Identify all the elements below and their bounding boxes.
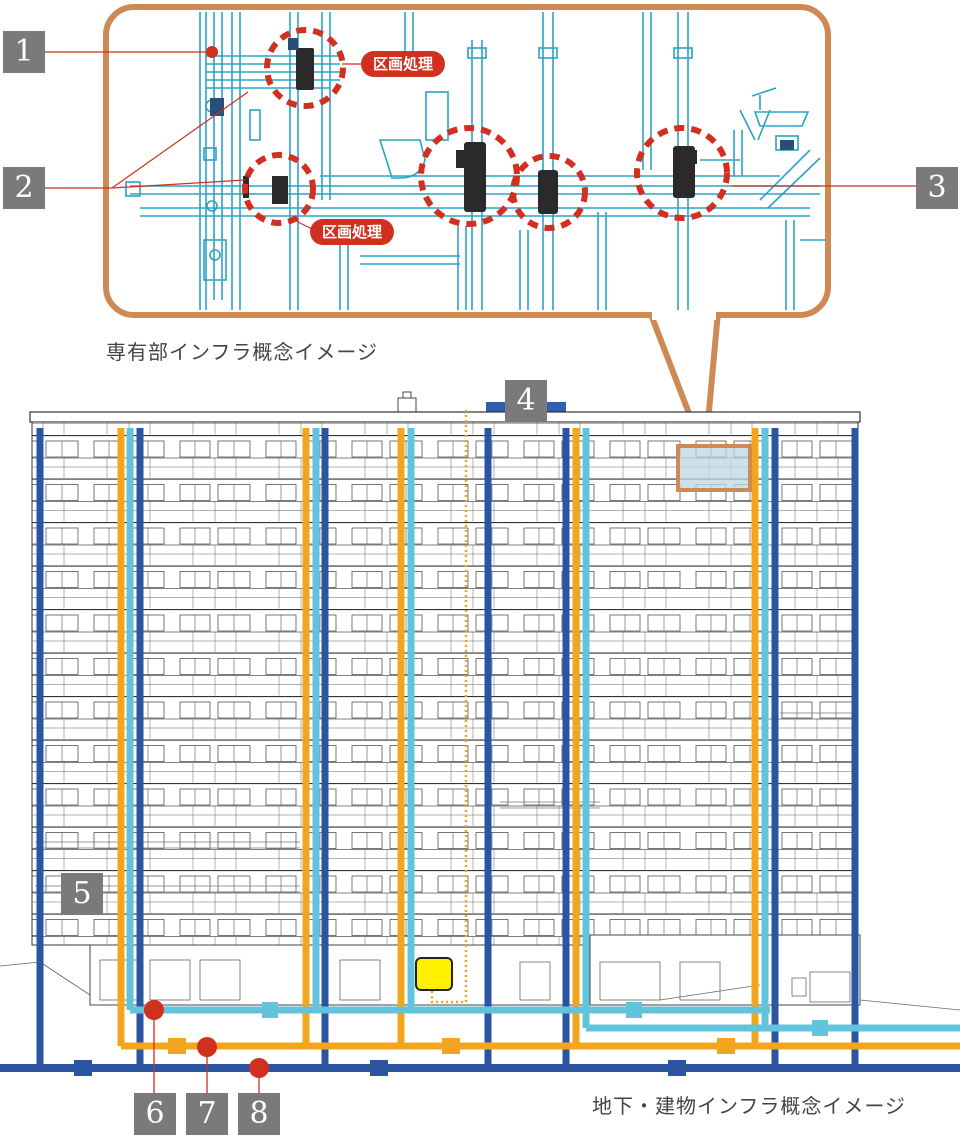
unit-infrastructure-caption: 専有部インフラ概念イメージ xyxy=(106,340,378,364)
pointer-dot-1 xyxy=(206,46,218,58)
highlight-circle-4 xyxy=(510,153,588,231)
highlight-circle-2 xyxy=(242,152,316,226)
badge-1: 1 xyxy=(3,31,45,73)
yellow-equipment-box xyxy=(415,957,453,991)
facade xyxy=(31,421,859,946)
building-infrastructure-caption: 地下・建物インフラ概念イメージ xyxy=(592,1094,906,1118)
badge-5: 5 xyxy=(61,873,103,915)
fire-stop-fittings xyxy=(243,48,697,214)
badge-7: 7 xyxy=(186,1093,228,1135)
fire-compartment-label-bottom: 区画処理 xyxy=(310,219,395,245)
building-markers xyxy=(144,1000,269,1098)
highlight-circles xyxy=(242,27,730,231)
badge-6: 6 xyxy=(134,1093,176,1135)
highlight-circle-1 xyxy=(264,27,346,109)
highlighted-unit xyxy=(676,444,752,492)
building-elevation xyxy=(0,391,960,1098)
highlight-circle-3 xyxy=(418,125,520,227)
badge-8: 8 xyxy=(238,1093,280,1135)
leader-lines xyxy=(45,51,920,233)
fire-compartment-label-top: 区画処理 xyxy=(361,51,446,77)
building-pipes xyxy=(0,410,960,1076)
badge-4: 4 xyxy=(505,380,547,422)
highlight-circle-5 xyxy=(634,125,730,221)
badge-2: 2 xyxy=(3,167,45,209)
badge-3: 3 xyxy=(916,167,958,209)
unit-infrastructure-callout xyxy=(45,4,920,458)
